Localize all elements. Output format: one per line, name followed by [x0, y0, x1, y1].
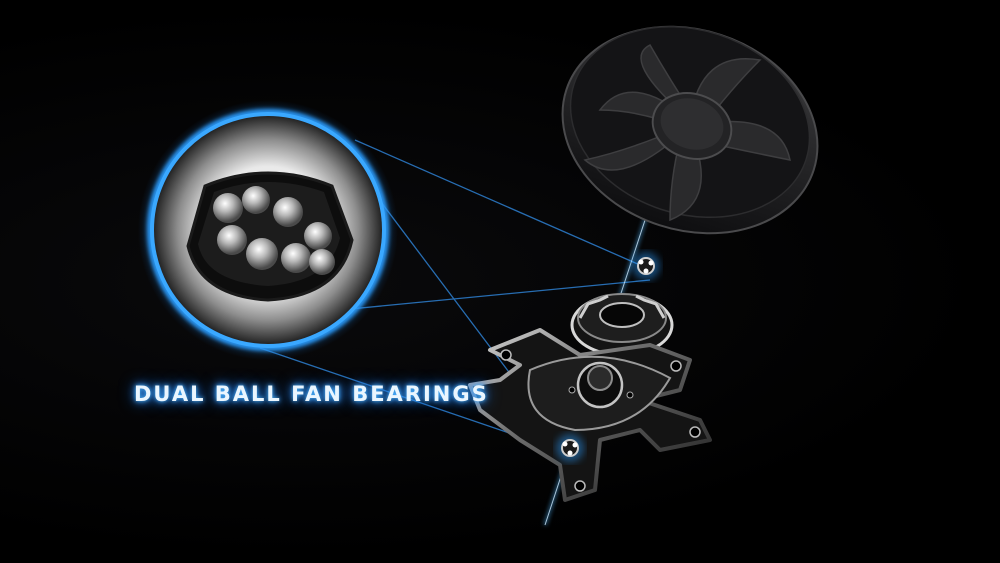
top-bearing-icon	[632, 252, 660, 280]
bottom-bearing-icon	[556, 434, 584, 462]
headline-dual-ball-fan-bearings: DUAL BALL FAN BEARINGS	[134, 382, 554, 406]
bearing-closeup-icon	[138, 100, 398, 360]
fan-rotor-icon	[535, 0, 844, 265]
stator-mount-icon	[470, 330, 710, 500]
